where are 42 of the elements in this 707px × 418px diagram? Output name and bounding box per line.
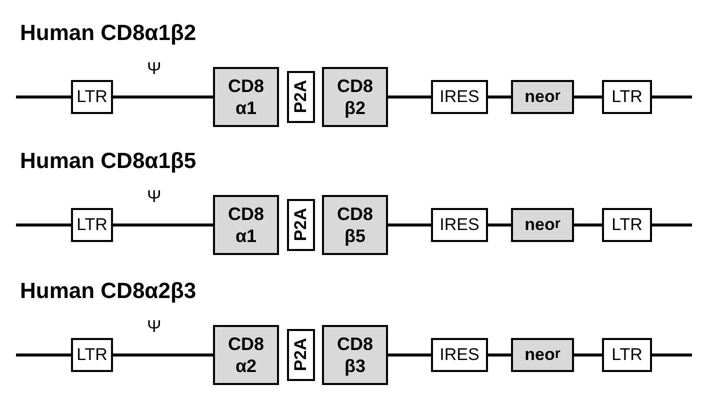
backbone-line xyxy=(488,354,511,356)
ires-box: IRES xyxy=(431,80,488,114)
backbone-line xyxy=(488,96,511,98)
psi-symbol: Ψ xyxy=(147,59,162,79)
backbone-line xyxy=(388,354,431,356)
backbone-line xyxy=(16,224,71,226)
ires-box: IRES xyxy=(431,338,488,372)
psi-symbol: Ψ xyxy=(147,317,162,337)
backbone-line xyxy=(574,96,602,98)
backbone-line xyxy=(16,96,71,98)
construct-title: Human CD8α1β2 xyxy=(20,20,196,46)
backbone-line xyxy=(574,354,602,356)
gene-box: CD8 β5 xyxy=(322,195,388,255)
ltr-box: LTR xyxy=(71,80,113,114)
ltr-box: LTR xyxy=(602,208,652,242)
backbone-line xyxy=(388,96,431,98)
gene-box: CD8 α2 xyxy=(213,325,279,385)
backbone-line xyxy=(652,96,692,98)
backbone-line xyxy=(388,224,431,226)
construct-title: Human CD8α2β3 xyxy=(20,278,196,304)
p2a-box: P2A xyxy=(287,329,315,381)
ltr-box: LTR xyxy=(602,338,652,372)
p2a-box: P2A xyxy=(287,199,315,251)
backbone-line xyxy=(16,354,71,356)
backbone-line xyxy=(574,224,602,226)
p2a-box: P2A xyxy=(287,71,315,123)
gene-box: CD8 β2 xyxy=(322,67,388,127)
gene-box: CD8 α1 xyxy=(213,195,279,255)
backbone-line xyxy=(652,354,692,356)
backbone-line xyxy=(488,224,511,226)
backbone-line xyxy=(652,224,692,226)
ltr-box: LTR xyxy=(71,208,113,242)
backbone-line xyxy=(113,224,213,226)
psi-symbol: Ψ xyxy=(147,187,162,207)
ltr-box: LTR xyxy=(71,338,113,372)
backbone-line xyxy=(113,354,213,356)
backbone-line xyxy=(113,96,213,98)
ires-box: IRES xyxy=(431,208,488,242)
construct-title: Human CD8α1β5 xyxy=(20,148,196,174)
gene-box: CD8 β3 xyxy=(322,325,388,385)
ltr-box: LTR xyxy=(602,80,652,114)
gene-box: CD8 α1 xyxy=(213,67,279,127)
